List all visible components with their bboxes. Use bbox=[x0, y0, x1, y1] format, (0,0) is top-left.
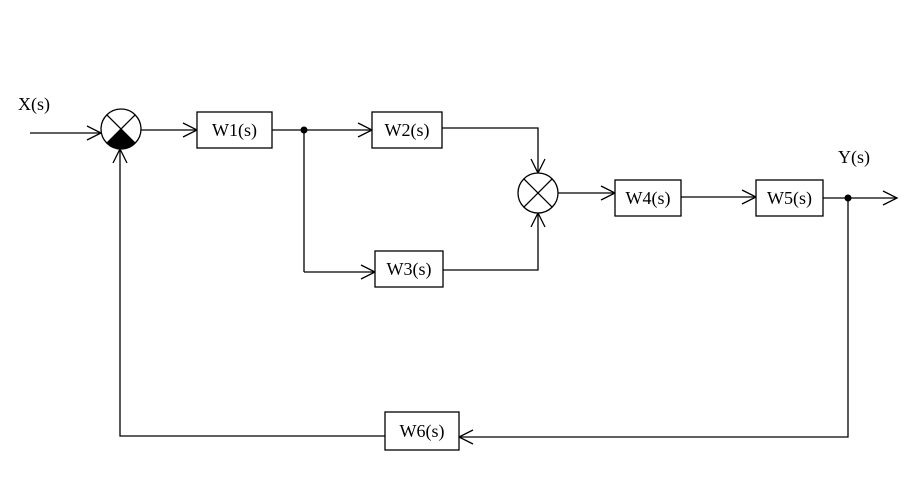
feedback-to-sum1 bbox=[112, 147, 385, 437]
signal-sum1-to-w1 bbox=[141, 122, 199, 138]
signal-w1-to-w2 bbox=[272, 122, 374, 138]
input-signal-line bbox=[30, 125, 103, 141]
block-w6: W6(s) bbox=[384, 411, 460, 451]
block-w4-label: W4(s) bbox=[626, 188, 671, 209]
block-w1: W1(s) bbox=[196, 111, 273, 149]
block-w1-label: W1(s) bbox=[212, 120, 257, 141]
negative-sign-marker bbox=[106, 129, 136, 149]
input-signal-label: X(s) bbox=[18, 94, 50, 115]
output-signal-label: Y(s) bbox=[838, 147, 870, 168]
block-w5-label: W5(s) bbox=[767, 188, 812, 209]
block-w3-label: W3(s) bbox=[387, 259, 432, 280]
signal-w2-to-sum2 bbox=[442, 127, 546, 175]
block-w2: W2(s) bbox=[371, 111, 443, 149]
summing-junction-1 bbox=[100, 108, 142, 150]
block-w3: W3(s) bbox=[374, 250, 444, 288]
block-w5: W5(s) bbox=[755, 179, 824, 217]
signal-branch-to-w3 bbox=[303, 130, 377, 280]
block-w6-label: W6(s) bbox=[400, 421, 445, 442]
signal-w3-to-sum2 bbox=[443, 211, 546, 271]
block-w4: W4(s) bbox=[614, 179, 682, 217]
feedback-to-w6 bbox=[457, 198, 849, 445]
signal-w4-to-w5 bbox=[681, 189, 758, 205]
signal-sum2-to-w4 bbox=[558, 185, 617, 201]
summing-junction-2 bbox=[517, 172, 559, 214]
output-signal-line bbox=[823, 190, 899, 206]
block-w2-label: W2(s) bbox=[385, 120, 430, 141]
